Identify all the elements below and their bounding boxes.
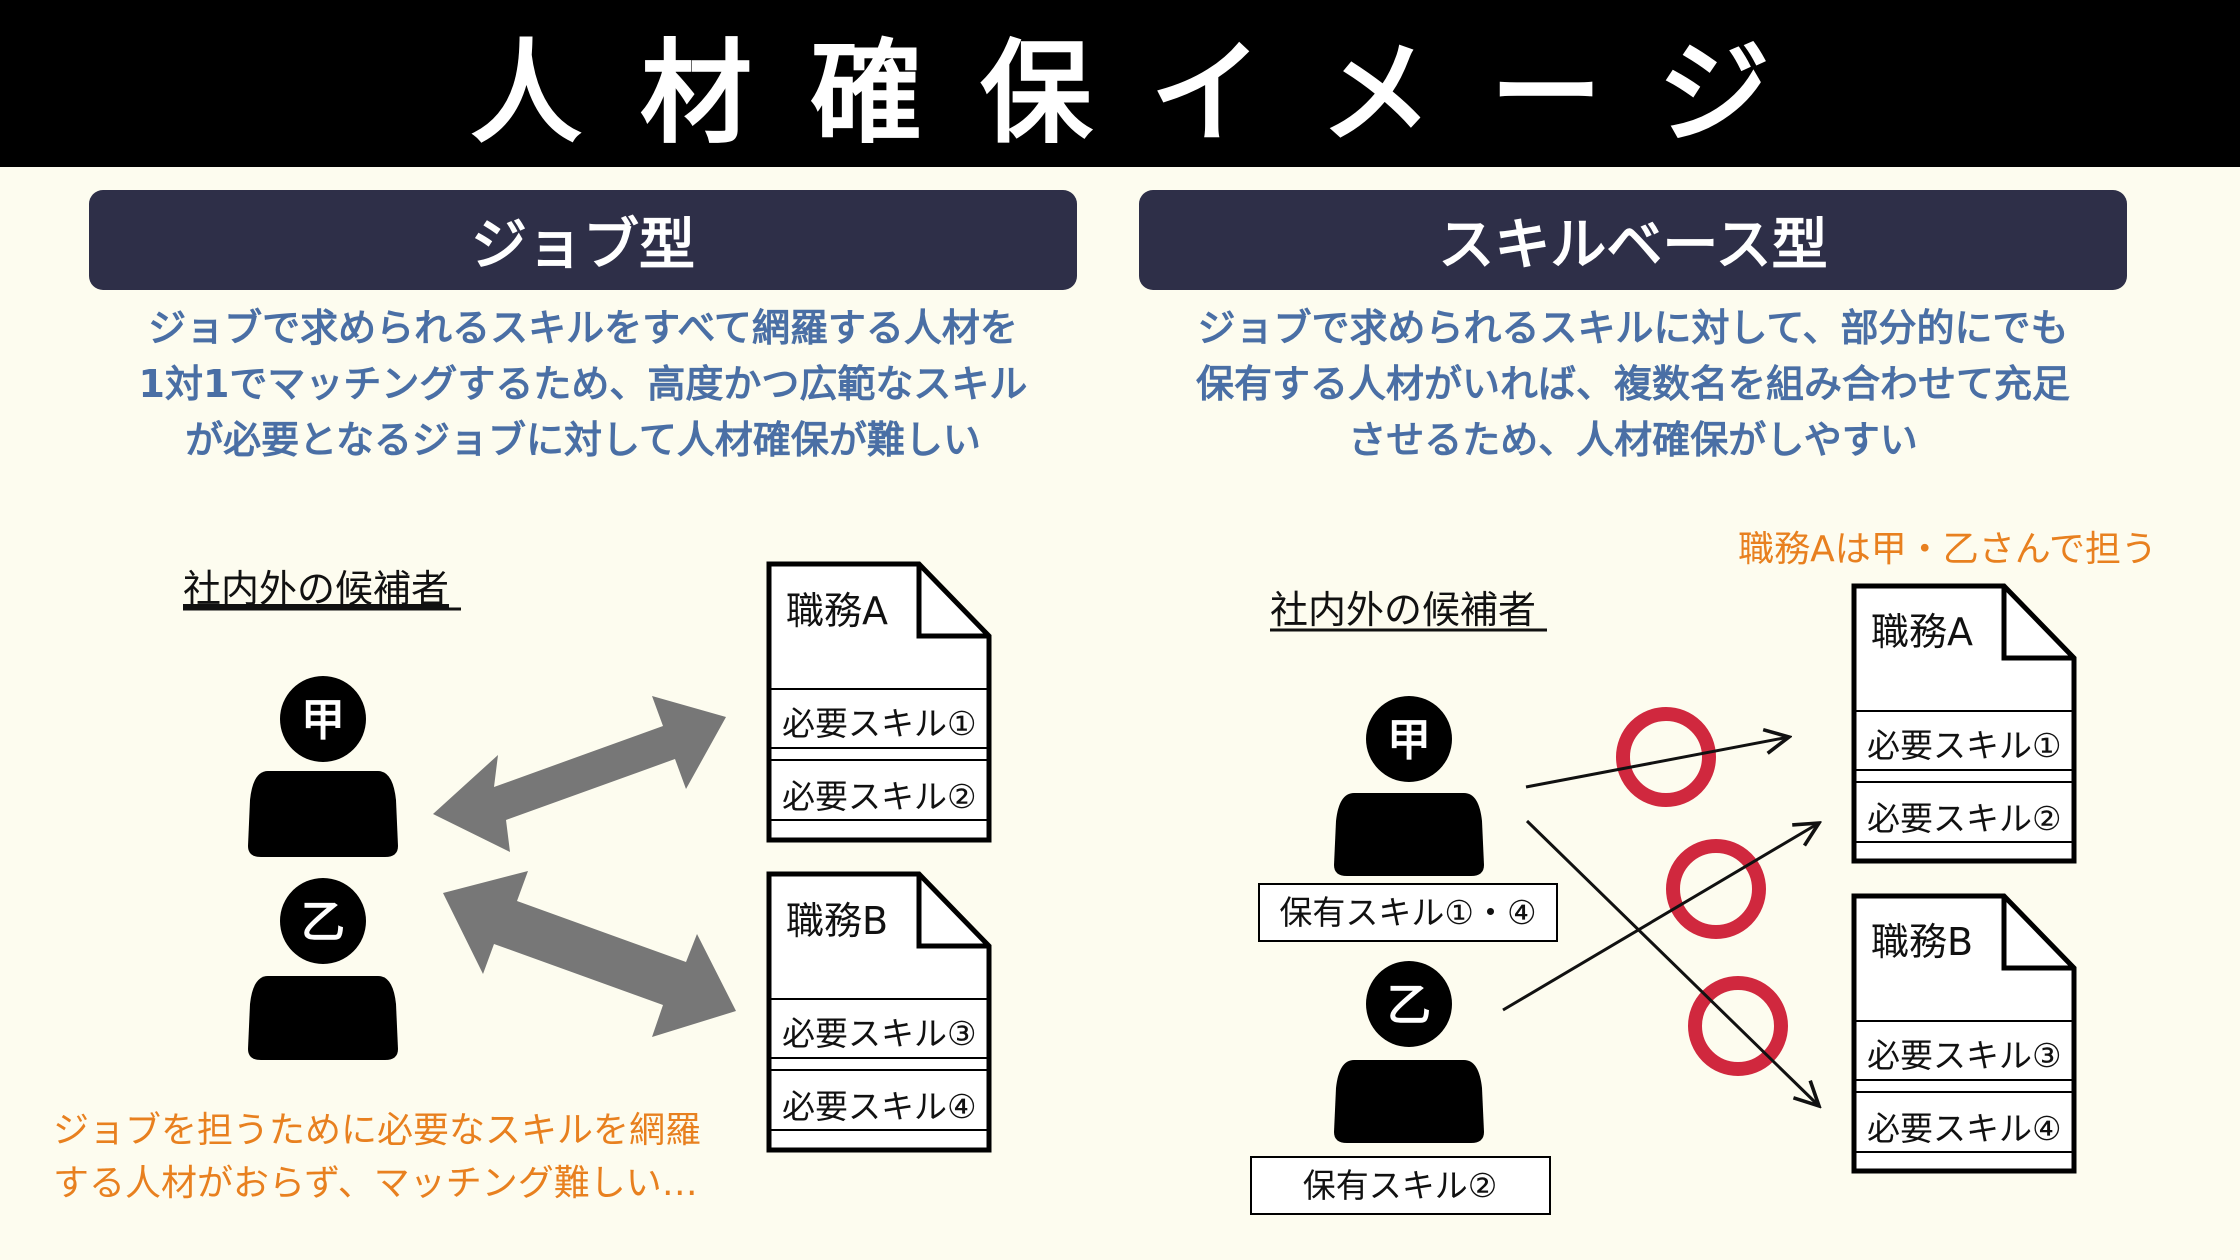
candidates-label: 社内外の候補者 — [1270, 588, 1536, 632]
person-name: 甲 — [301, 695, 345, 746]
match-circle-icon — [1666, 839, 1766, 939]
required-skill: 必要スキル② — [782, 777, 977, 816]
job-type-description: ジョブで求められるスキルをすべて網羅する人材を 1対1でマッチングするため、高度… — [89, 300, 1077, 468]
arrow-icon — [1502, 823, 1819, 1012]
required-skill: 必要スキル② — [1867, 799, 2062, 838]
job-document-b: 職務B 必要スキル③ 必要スキル④ — [1851, 893, 2077, 1174]
double-arrow-icon — [443, 871, 736, 1037]
annotation: 職務Aは甲・乙さんで担う — [1738, 529, 2157, 570]
job-document-a: 職務A 必要スキル① 必要スキル② — [1851, 583, 2077, 864]
person-icon: 乙 — [1334, 961, 1484, 1143]
description-line: 1対1でマッチングするため、高度かつ広範なスキル — [138, 362, 1028, 406]
required-skill: 必要スキル③ — [782, 1014, 977, 1053]
job-type-header: ジョブ型 — [89, 190, 1077, 290]
required-skill: 必要スキル④ — [1867, 1109, 2062, 1148]
skill-based-header: スキルベース型 — [1139, 190, 2127, 290]
description-line: 保有する人材がいれば、複数名を組み合わせて充足 — [1195, 362, 2070, 406]
description-line: が必要となるジョブに対して人材確保が難しい — [185, 418, 981, 462]
job-document-a: 職務A 必要スキル① 必要スキル② — [766, 561, 992, 843]
owned-skills: 保有スキル①・④ — [1279, 893, 1536, 932]
title-bar: 人材確保イメージ — [0, 0, 2240, 167]
match-circle-icon — [1616, 707, 1716, 807]
job-title: 職務B — [1871, 920, 1973, 964]
required-skill: 必要スキル④ — [782, 1087, 977, 1126]
match-circle-icon — [1688, 976, 1788, 1076]
candidates-label: 社内外の候補者 — [183, 567, 449, 611]
person-name: 乙 — [301, 897, 345, 948]
required-skill: 必要スキル③ — [1867, 1036, 2062, 1075]
description-line: ジョブで求められるスキルをすべて網羅する人材を — [148, 306, 1018, 350]
person-icon: 乙 — [248, 878, 398, 1060]
job-document-b: 職務B 必要スキル③ 必要スキル④ — [766, 871, 992, 1153]
arrow-icon — [1525, 737, 1789, 789]
skill-box — [1258, 883, 1558, 942]
arrow-icon — [1525, 819, 1819, 1106]
note-line: ジョブを担うために必要なスキルを網羅 — [53, 1110, 701, 1151]
person-name: 甲 — [1387, 715, 1431, 766]
description-line: させるため、人材確保がしやすい — [1348, 418, 1918, 462]
required-skill: 必要スキル① — [1867, 726, 2062, 765]
person-icon: 甲 — [1334, 696, 1484, 876]
owned-skills: 保有スキル② — [1303, 1166, 1498, 1205]
job-title: 職務A — [786, 589, 888, 633]
page-title: 人材確保イメージ — [470, 28, 1828, 159]
person-icon: 甲 — [248, 676, 398, 857]
note-line: する人材がおらず、マッチング難しい… — [53, 1163, 698, 1204]
description-line: ジョブで求められるスキルに対して、部分的にでも — [1197, 306, 2069, 350]
job-title: 職務A — [1871, 610, 1973, 654]
double-arrow-icon — [433, 696, 726, 852]
person-name: 乙 — [1387, 980, 1431, 1031]
required-skill: 必要スキル① — [782, 704, 977, 743]
job-title: 職務B — [786, 899, 888, 943]
skill-based-description: ジョブで求められるスキルに対して、部分的にでも 保有する人材がいれば、複数名を組… — [1139, 300, 2127, 468]
skill-box — [1250, 1156, 1551, 1215]
